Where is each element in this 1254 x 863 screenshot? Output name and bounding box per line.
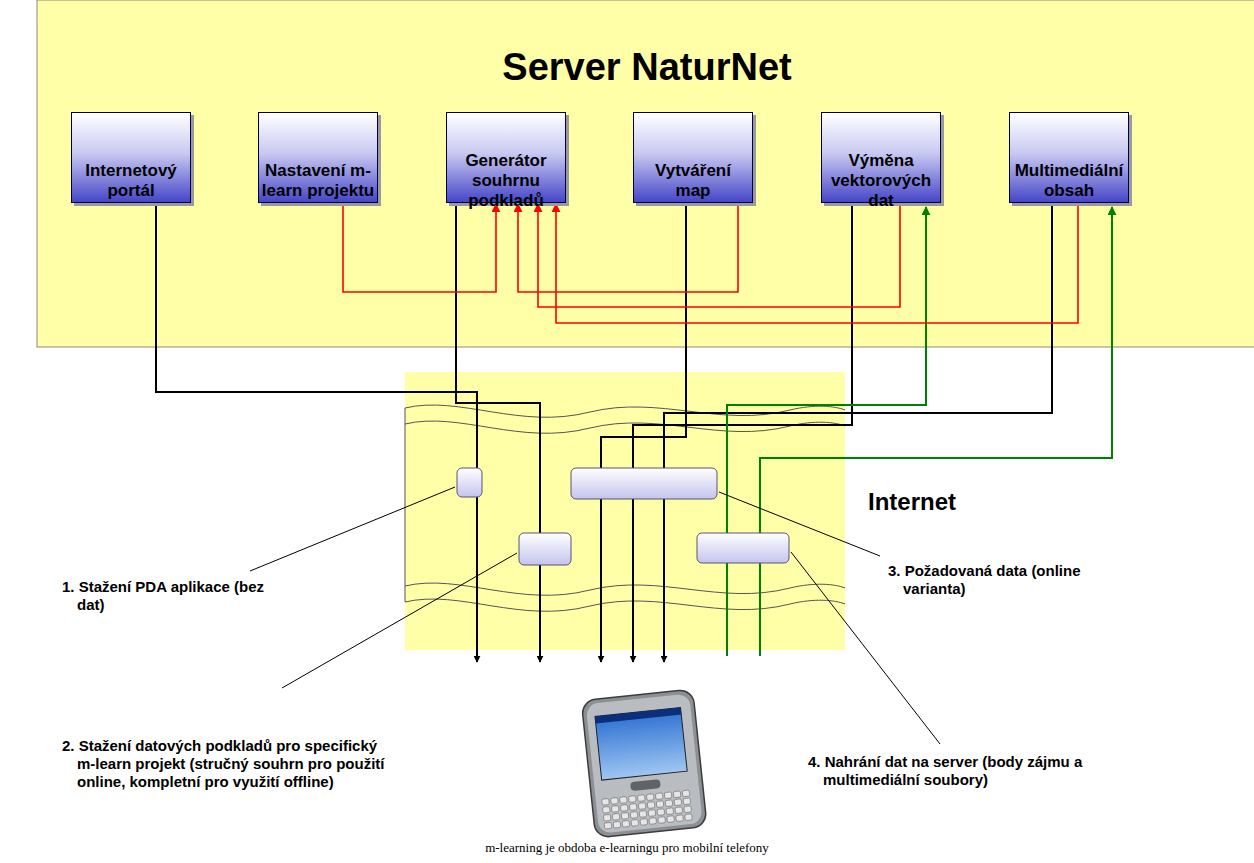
pda-key <box>683 798 691 805</box>
internet-band: Internet <box>405 372 845 650</box>
pda-key <box>611 798 619 805</box>
pda-key <box>604 822 612 829</box>
pda-key <box>620 805 628 812</box>
callout-text: 2. Stažení datových podkladů pro specifi… <box>62 737 397 791</box>
box-label: Generátor souhrnu podkladů <box>449 151 563 211</box>
pda-key <box>603 806 611 813</box>
pda-key <box>640 819 648 826</box>
callout-text: 4. Nahrání dat na server (body zájmu a m… <box>808 753 1153 789</box>
pda-key <box>631 820 639 827</box>
pda-key <box>621 813 629 820</box>
module-box: Nastavení m-learn projektu <box>258 112 378 203</box>
box-label: Internetový portál <box>74 161 188 201</box>
box-label: Výměna vektorových dat <box>824 151 938 211</box>
data-packet <box>571 468 717 499</box>
data-flow-connector <box>343 203 496 292</box>
data-packet <box>457 468 482 497</box>
pda-key <box>646 794 654 801</box>
pda-key <box>613 821 621 828</box>
module-box: Výměna vektorových dat <box>821 112 941 203</box>
data-flow-connector <box>538 203 900 307</box>
data-flow-connector <box>556 203 1078 323</box>
network-label: Internet <box>868 488 956 516</box>
leader-line <box>250 487 455 571</box>
pda-key <box>682 790 690 797</box>
data-packets <box>457 468 789 565</box>
internet-waves <box>405 405 845 611</box>
pda-key <box>684 806 692 813</box>
module-box: Internetový portál <box>71 112 191 203</box>
pda-key <box>673 791 681 798</box>
pda-key <box>676 815 684 822</box>
pda-key <box>665 800 673 807</box>
figure-caption: m-learning je obdoba e-learningu pro mob… <box>0 840 1254 856</box>
pda-keyboard <box>602 790 693 829</box>
pda-screen <box>595 707 687 780</box>
pda-key <box>647 802 655 809</box>
pda-nav-key <box>630 779 661 791</box>
pda-key <box>612 813 620 820</box>
module-box: Vytváření map <box>633 112 753 203</box>
wave-line <box>405 405 845 417</box>
pda-key <box>674 799 682 806</box>
upload-line <box>727 207 926 656</box>
download-line <box>633 204 852 662</box>
pda-key <box>629 796 637 803</box>
edge-layer <box>343 203 1078 323</box>
pda-key <box>603 814 611 821</box>
pda-screen-bar <box>595 707 681 723</box>
pda-key <box>666 808 674 815</box>
wave-line <box>405 599 845 611</box>
pda-key <box>648 810 656 817</box>
download-line <box>456 204 540 662</box>
wave-edge <box>405 408 406 602</box>
download-line <box>664 204 1052 662</box>
box-label: Vytváření map <box>636 161 750 201</box>
pda-key <box>637 795 645 802</box>
pda-key <box>657 809 665 816</box>
box-label: Nastavení m-learn projektu <box>261 161 375 201</box>
callout-text: 1. Stažení PDA aplikace (bez dat) <box>62 578 277 614</box>
pda-body <box>581 689 707 838</box>
pda-key <box>656 801 664 808</box>
box-label: Multimediální obsah <box>1012 161 1126 201</box>
wave-line <box>405 583 845 595</box>
pda-device <box>581 689 707 838</box>
callout-text: 3. Požadovaná data (online varianta) <box>888 562 1123 598</box>
pda-key <box>611 805 619 812</box>
pda-key <box>630 812 638 819</box>
module-box: Generátor souhrnu podkladů <box>446 112 566 203</box>
download-line <box>601 204 686 662</box>
pda-key <box>629 804 637 811</box>
wave-line <box>405 421 845 433</box>
server-panel: Server NaturNetInternetový portál Nastave… <box>37 0 1254 347</box>
pda-key <box>664 792 672 799</box>
panel-title: Server NaturNet <box>37 46 1254 89</box>
pda-key <box>667 816 675 823</box>
pda-key <box>658 817 666 824</box>
data-flow-connector <box>518 203 738 292</box>
data-packet <box>697 533 789 563</box>
pda-key <box>622 820 630 827</box>
server-panel-ground <box>37 0 1254 347</box>
pda-key <box>602 798 610 805</box>
leader-line <box>282 553 517 688</box>
module-box: Multimediální obsah <box>1009 112 1129 203</box>
pda-key <box>655 793 663 800</box>
data-packet <box>519 533 571 565</box>
pda-key <box>620 797 628 804</box>
pda-key <box>649 818 657 825</box>
pda-key <box>638 803 646 810</box>
pda-key <box>685 814 693 821</box>
pda-key <box>675 807 683 814</box>
pda-key <box>639 811 647 818</box>
pda-bezel <box>586 693 703 833</box>
